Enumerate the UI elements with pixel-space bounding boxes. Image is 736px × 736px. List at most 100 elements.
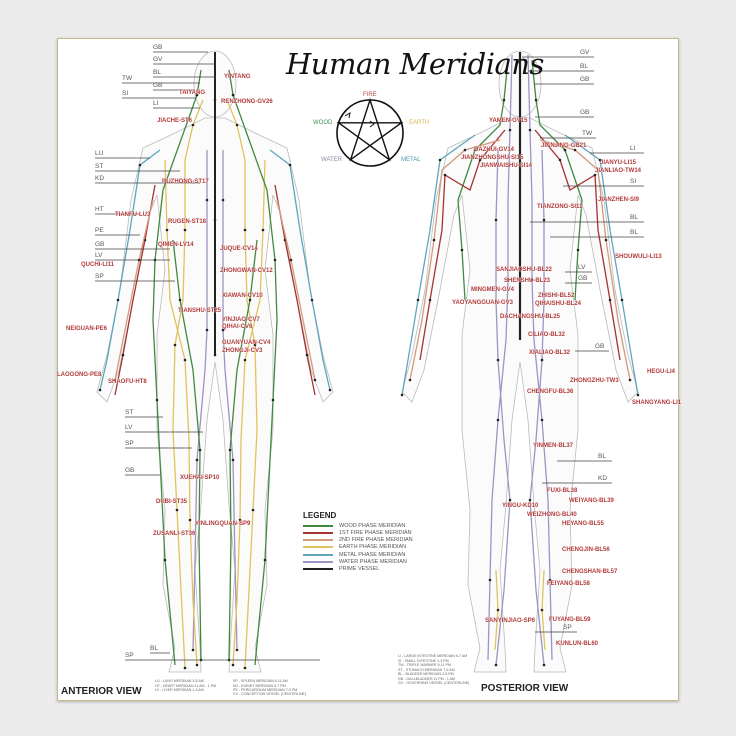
acupoint-dot — [548, 578, 552, 582]
bladder-meridian-inner — [527, 54, 553, 661]
pointer-label: TW — [122, 75, 133, 82]
pointer-label: SP — [125, 652, 134, 659]
acupoint-dot — [138, 163, 142, 167]
acupoint-dot — [496, 608, 500, 612]
poster-title: Human Meridians — [286, 47, 544, 81]
acupoint-label: QUCHI-LI11 — [81, 262, 115, 268]
acupoint-dot — [191, 648, 195, 652]
pointer-label: SI — [630, 178, 637, 185]
triple-warmer-meridian — [539, 139, 631, 381]
legend-swatch — [303, 524, 333, 527]
acupoint-dot — [221, 198, 225, 202]
pointer-label: GB — [595, 343, 605, 350]
meridian-note: LV - LIVER MERIDIAN 1-3 AM — [155, 688, 204, 692]
pericardium-meridian — [276, 199, 316, 381]
lung-meridian-mirror — [99, 149, 161, 391]
kidney-meridian-mirror — [192, 150, 208, 651]
acupoint-dot — [155, 398, 159, 402]
spleen-meridian-mirror — [164, 159, 198, 666]
acupoint-dot — [188, 518, 192, 522]
acupoint-dot — [231, 663, 235, 667]
acupoint-label: TIANZONG-SI11 — [537, 204, 583, 210]
acupoint-dot — [251, 508, 255, 512]
acupoint-dot — [528, 498, 532, 502]
acupoint-dot — [178, 298, 182, 302]
acupoint-dot — [463, 148, 467, 152]
pointer-label: BL — [580, 63, 588, 70]
pentagram-star — [336, 97, 404, 162]
acupoint-label: CHENGJIN-BL56 — [562, 547, 610, 553]
pointer-label: GV — [153, 56, 163, 63]
acupoint-dot — [205, 328, 209, 332]
acupoint-dot — [473, 148, 477, 152]
legend-swatch — [303, 568, 333, 571]
acupoint-dot — [288, 163, 292, 167]
acupoint-dot — [195, 458, 199, 462]
bladder-meridian-inner-mirror — [487, 54, 513, 661]
legend-swatch — [303, 553, 333, 556]
posterior-view-label: POSTERIOR VIEW — [481, 683, 569, 694]
acupoint-label: CHENGSHAN-BL57 — [562, 569, 618, 575]
acupoint-dot — [253, 343, 257, 347]
element-metal: METAL — [401, 157, 421, 163]
acupoint-label: RUGEN-ST18 — [168, 219, 207, 225]
acupoint-dot — [183, 228, 187, 232]
acupoint-dot — [494, 663, 498, 667]
acupoint-label: JIANZHONGSHU-SI15 — [461, 155, 524, 161]
five-element-circle — [336, 99, 404, 167]
meridian-note: CV - CONCEPTION VESSEL (CENTERLINE) — [233, 692, 307, 696]
pointer-label: SP — [95, 273, 104, 280]
legend-item: WATER PHASE MERIDIAN — [303, 559, 407, 566]
legend-label: PRIME VESSEL — [339, 566, 380, 573]
acupoint-label: CILIAO-BL32 — [528, 332, 566, 338]
acupoint-dot — [508, 128, 512, 132]
liver-meridian — [228, 239, 258, 661]
pointer-label: GB — [153, 44, 163, 51]
acupoint-dot — [604, 238, 608, 242]
acupoint-label: XUEHAI-SP10 — [180, 475, 220, 481]
gallbladder-meridian — [228, 69, 278, 666]
acupoint-dot — [243, 228, 247, 232]
acupoint-label: ZUSANLI-ST36 — [153, 531, 196, 537]
acupoint-dot — [221, 328, 225, 332]
acupoint-label: YINMEN-BL37 — [533, 443, 574, 449]
acupoint-label: CHENGFU-BL36 — [527, 389, 574, 395]
pointer-label: LU — [95, 150, 104, 157]
acupoint-label: YAOYANGGUAN-GV3 — [452, 300, 513, 306]
pointer-label: GB — [125, 467, 135, 474]
stomach-meridian-mirror — [172, 99, 204, 669]
legend-title: LEGEND — [303, 511, 337, 520]
acupoint-dot — [400, 393, 404, 397]
gallbladder-meridian-mirror — [152, 69, 202, 666]
legend-label: WATER PHASE MERIDIAN — [339, 559, 407, 565]
pointer-label: KD — [598, 475, 608, 482]
acupoint-label: YINTANG — [224, 74, 251, 80]
acupoint-dot — [460, 248, 464, 252]
legend-swatch — [303, 546, 333, 549]
acupoint-label: TIANSHU-ST25 — [178, 308, 222, 314]
pointer-label: LV — [95, 252, 103, 259]
acupoint-dot — [496, 358, 500, 362]
acupoint-dot — [198, 448, 202, 452]
acupoint-dot — [165, 228, 169, 232]
pointer-label: ST — [95, 163, 104, 170]
stomach-meridian — [226, 99, 258, 669]
acupoint-label: QIMEN-LV14 — [158, 242, 194, 248]
acupoint-label: JUQUE-CV14 — [220, 246, 258, 252]
acupoint-dot — [496, 418, 500, 422]
pointer-label: LI — [630, 145, 636, 152]
acupoint-dot — [191, 123, 195, 127]
legend-item: 1ST FIRE PHASE MERIDIAN — [303, 529, 412, 536]
pointer-label: BL — [150, 645, 158, 652]
acupoint-dot — [261, 228, 265, 232]
acupoint-dot — [438, 158, 442, 162]
pointer-label: BL — [598, 453, 606, 460]
acupoint-dot — [542, 663, 546, 667]
acupoint-dot — [576, 248, 580, 252]
meridian-note: PE - PERICARDIUM MERIDIAN 7-9 PM — [233, 688, 298, 692]
acupoint-dot — [231, 93, 235, 97]
acupoint-label: QIHAISHU-BL24 — [535, 301, 582, 307]
acupoint-dot — [248, 298, 252, 302]
meridian-note: LI - LARGE INTESTINE MERIDIAN 5-7 AM — [398, 654, 468, 658]
